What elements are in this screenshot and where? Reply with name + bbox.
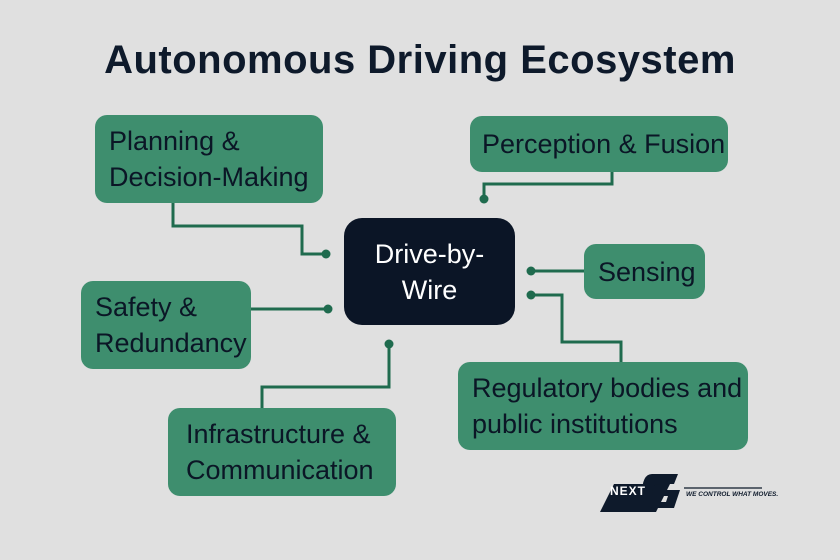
node-safety-line1: Safety & <box>95 292 198 322</box>
node-safety: Safety & Redundancy <box>81 281 251 369</box>
next-logo-icon <box>600 474 762 512</box>
node-sensing-line1: Sensing <box>598 256 696 287</box>
connector-planning <box>171 203 326 256</box>
node-regulatory-line1: Regulatory bodies and <box>472 373 743 403</box>
connector-perception <box>482 172 614 199</box>
node-perception-line1: Perception & Fusion <box>482 129 726 159</box>
connector-dot-planning <box>321 249 331 259</box>
node-regulatory-line2: public institutions <box>472 409 678 439</box>
node-safety-line2: Redundancy <box>95 328 247 358</box>
node-regulatory: Regulatory bodies and public institution… <box>458 362 748 450</box>
connector-dot-regulatory <box>526 290 536 300</box>
connector-dot-perception <box>479 194 489 204</box>
connector-dot-infrastructure <box>384 339 394 349</box>
node-infrastructure-line1: Infrastructure & <box>186 419 371 449</box>
connector-regulatory <box>531 293 623 362</box>
node-planning-line2: Decision-Making <box>109 162 309 192</box>
center-node-line1: Drive-by- <box>374 238 485 269</box>
node-perception: Perception & Fusion <box>470 116 728 172</box>
node-planning-line1: Planning & <box>109 126 240 156</box>
center-node-line2: Wire <box>401 274 458 305</box>
node-sensing: Sensing <box>584 244 705 299</box>
connector-dot-sensing <box>526 266 536 276</box>
connector-dot-safety <box>323 304 333 314</box>
node-infrastructure: Infrastructure & Communication <box>168 408 396 496</box>
logo-tagline: WE CONTROL WHAT MOVES. <box>686 491 779 498</box>
node-infrastructure-line2: Communication <box>186 455 374 485</box>
logo-wordmark: NEXT <box>610 484 647 498</box>
node-planning: Planning & Decision-Making <box>95 115 323 203</box>
center-node-drive-by-wire: Drive-by- Wire <box>344 218 515 325</box>
company-logo: NEXT WE CONTROL WHAT MOVES. <box>600 466 778 516</box>
connector-infrastructure <box>260 344 391 408</box>
diagram-title: Autonomous Driving Ecosystem <box>104 38 736 82</box>
